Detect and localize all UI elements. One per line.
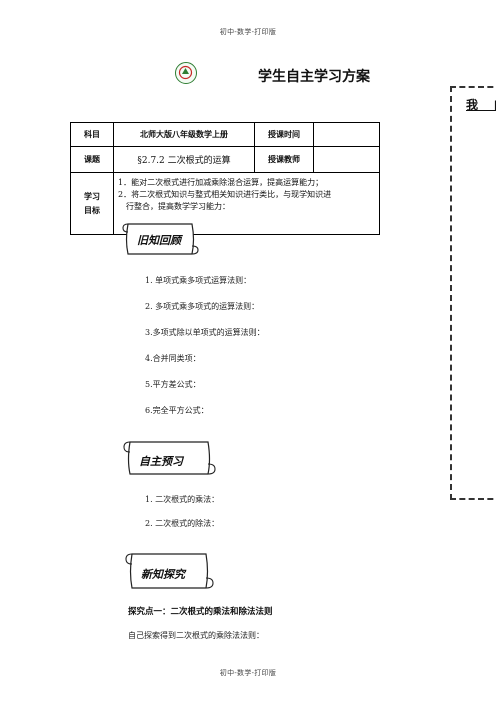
topic-value: §2.7.2 二次根式的运算	[113, 146, 255, 173]
notes-box	[450, 86, 496, 500]
preview-banner-text: 自主预习	[139, 455, 183, 468]
teacher-label: 授课教师	[254, 146, 314, 173]
goals-label-line-1: 学习	[84, 191, 100, 201]
review-banner	[122, 220, 204, 258]
goal-2-continued: 行整合，提高数学学习能力：	[126, 202, 230, 211]
review-item: 3.多项式除以单项式的运算法则：	[145, 328, 265, 337]
subject-label: 科目	[70, 122, 114, 147]
info-table: 科目 北师大版八年级数学上册 授课时间 课题 §2.7.2 二次根式的运算 授课…	[70, 122, 380, 235]
page-footer: 初中-数学-打印版	[219, 669, 277, 677]
review-item: 5.平方差公式：	[145, 380, 201, 389]
time-label: 授课时间	[254, 122, 314, 147]
school-logo-icon	[175, 62, 197, 84]
explore-line: 自己探索得到二次根式的乘除法法则：	[128, 631, 264, 640]
review-item: 4.合并同类项：	[145, 354, 201, 363]
goal-1: 1．能对二次根式进行加减乘除混合运算，提高运算能力；	[118, 178, 324, 187]
page-header: 初中-数学-打印版	[219, 28, 277, 36]
subject-value: 北师大版八年级数学上册	[113, 122, 255, 147]
goals-content: 1．能对二次根式进行加减乘除混合运算，提高运算能力； 2．将二次根式知识与整式相…	[113, 172, 380, 235]
explore-heading: 探究点一：二次根式的乘法和除法法则	[128, 607, 273, 617]
time-value	[313, 122, 380, 147]
explore-banner	[122, 548, 218, 594]
goal-2: 2．将二次根式知识与整式相关知识进行类比，与现学知识进	[118, 190, 332, 199]
page-title: 学生自主学习方案	[258, 69, 370, 85]
preview-item: 2. 二次根式的除法：	[145, 519, 220, 528]
notes-label: 我 的	[466, 98, 496, 112]
topic-label: 课题	[70, 146, 114, 173]
goals-label-line-2: 目标	[84, 205, 100, 215]
review-item: 1. 单项式乘多项式运算法则：	[145, 276, 252, 285]
goals-label: 学习 目标	[70, 172, 114, 235]
review-item: 2. 多项式乘多项式的运算法则：	[145, 302, 260, 311]
teacher-value	[313, 146, 380, 173]
explore-banner-text: 新知探究	[141, 568, 185, 581]
review-item: 6.完全平方公式：	[145, 406, 209, 415]
preview-item: 1. 二次根式的乘法：	[145, 495, 220, 504]
review-banner-text: 旧知回顾	[137, 234, 181, 247]
preview-banner	[120, 436, 220, 480]
